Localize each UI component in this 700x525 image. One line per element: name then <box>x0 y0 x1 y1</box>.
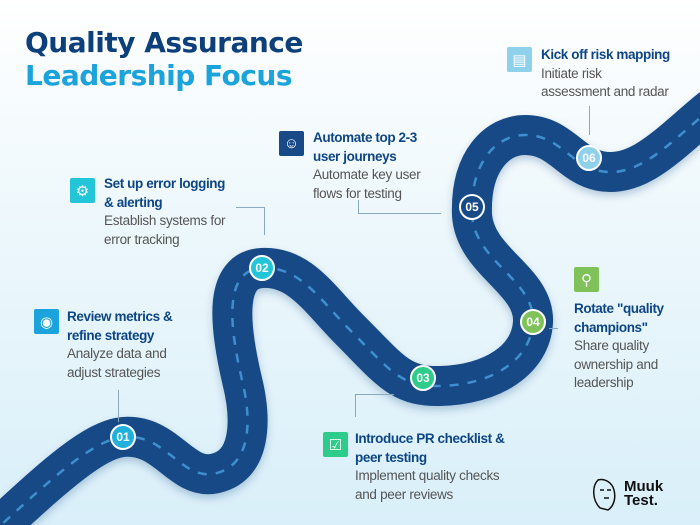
user-icon: ☺ <box>279 131 304 156</box>
step-description: error tracking <box>104 231 180 247</box>
step-04: Rotate "quality champions" Share quality… <box>574 300 664 393</box>
page-title: Quality Assurance Leadership Focus <box>25 26 303 92</box>
connector-03 <box>355 394 394 417</box>
search-gear-icon: ⚲ <box>574 267 599 292</box>
connector-02 <box>236 207 265 235</box>
checkbox-icon: ☑ <box>323 432 348 457</box>
road-center-dashes <box>0 116 700 525</box>
step-description: and peer reviews <box>355 486 454 502</box>
step-heading: Rotate "quality <box>574 301 664 316</box>
connector-04 <box>549 328 558 329</box>
step-description: ownership and <box>574 356 658 372</box>
step-01: Review metrics & refine strategy Analyze… <box>67 308 173 382</box>
step-heading: & alerting <box>104 194 163 210</box>
connector-05 <box>358 200 441 214</box>
title-line-2: Leadership Focus <box>25 59 292 92</box>
step-description: Implement quality checks <box>355 468 500 483</box>
step-02: Set up error logging & alerting Establis… <box>104 175 226 249</box>
face-logo-icon <box>593 478 616 511</box>
step-heading: Review metrics & <box>67 309 173 324</box>
step-description: leadership <box>574 375 634 390</box>
step-description: assessment and radar <box>541 84 669 99</box>
marker-03: 03 <box>410 365 436 391</box>
marker-05: 05 <box>459 194 485 220</box>
title-line-1: Quality Assurance <box>25 26 303 59</box>
step-description: adjust strategies <box>67 364 161 380</box>
marker-06: 06 <box>576 145 602 171</box>
muuktest-logo: Muuk Test. <box>590 476 663 512</box>
step-description: Share quality <box>574 338 649 353</box>
logo-line-2: Test. <box>624 492 658 509</box>
step-description: Establish systems for <box>104 213 226 228</box>
step-heading: Introduce PR checklist & <box>355 431 505 446</box>
marker-01: 01 <box>110 424 136 450</box>
dashboard-icon: ▤ <box>507 47 532 72</box>
step-description: Automate key user <box>313 167 421 182</box>
eye-icon: ◉ <box>34 309 59 334</box>
connector-06 <box>589 106 590 135</box>
step-description: flows for testing <box>313 185 402 201</box>
step-description: Initiate risk <box>541 65 602 81</box>
gear-icon: ⚙ <box>70 178 95 203</box>
step-heading: user journeys <box>313 148 397 164</box>
step-03: Introduce PR checklist & peer testing Im… <box>355 430 505 504</box>
step-heading: champions" <box>574 319 648 335</box>
connector-01 <box>118 390 119 422</box>
step-description: Analyze data and <box>67 346 167 361</box>
step-heading: Set up error logging <box>104 176 226 191</box>
step-06: Kick off risk mapping Initiate risk asse… <box>541 46 670 102</box>
step-heading: Automate top 2-3 <box>313 130 417 145</box>
step-heading: Kick off risk mapping <box>541 47 670 62</box>
logo-line-1: Muuk <box>624 478 664 495</box>
step-heading: refine strategy <box>67 327 155 343</box>
marker-02: 02 <box>249 255 275 281</box>
step-05: Automate top 2-3 user journeys Automate … <box>313 129 421 203</box>
step-heading: peer testing <box>355 449 427 465</box>
marker-04: 04 <box>520 309 546 335</box>
